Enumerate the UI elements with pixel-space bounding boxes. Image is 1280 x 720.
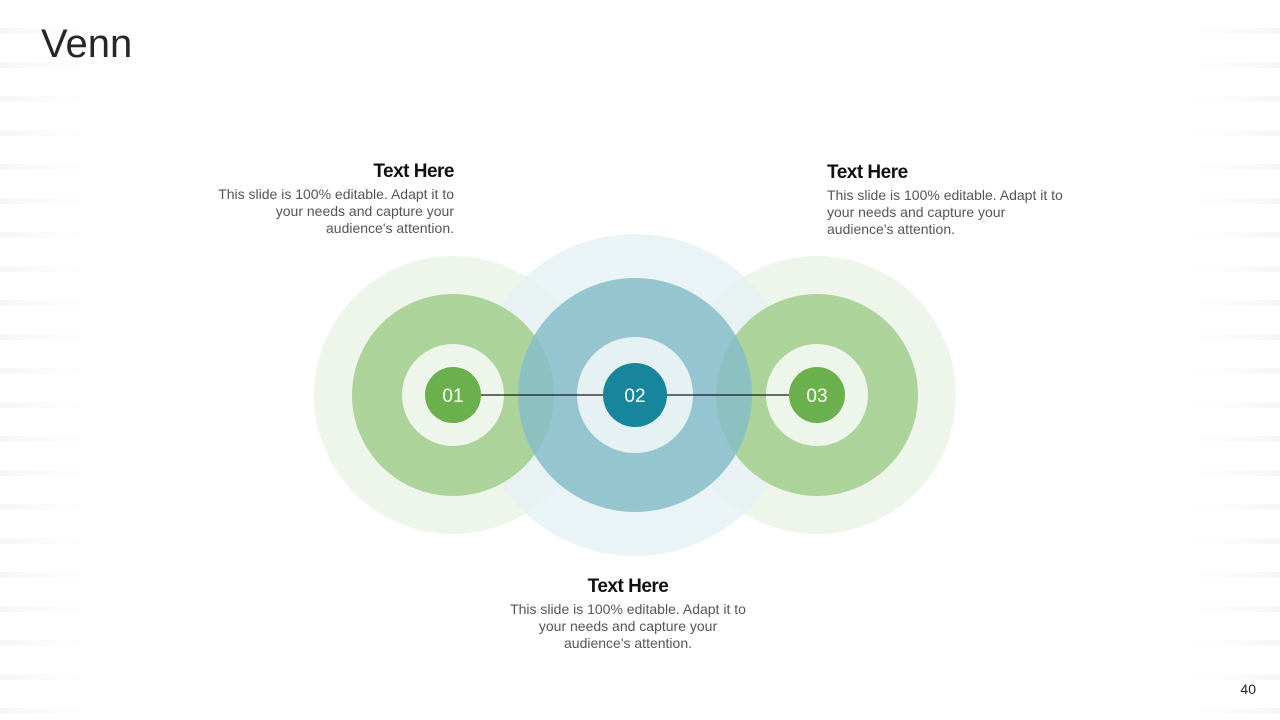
node-01-label: 01 [442,386,463,407]
node-02-label: 02 [624,386,645,407]
text-block-02-body: This slide is 100% editable. Adapt it to… [510,601,746,651]
node-02-circle [603,363,667,427]
text-block-03: Text Here This slide is 100% editable. A… [827,162,1067,238]
page-number: 40 [1240,681,1256,697]
node-03-circle [789,367,845,423]
text-block-02: Text Here This slide is 100% editable. A… [508,576,748,652]
text-block-01-heading: Text Here [373,161,454,182]
node-03-label: 03 [806,386,827,407]
slide-title: Venn [41,22,133,66]
text-block-01-body: This slide is 100% editable. Adapt it to… [218,186,454,236]
text-block-01: Text Here This slide is 100% editable. A… [214,161,454,237]
text-block-03-heading: Text Here [827,162,908,183]
node-01-circle [425,367,481,423]
text-block-03-body: This slide is 100% editable. Adapt it to… [827,187,1063,237]
text-block-02-heading: Text Here [587,576,669,597]
